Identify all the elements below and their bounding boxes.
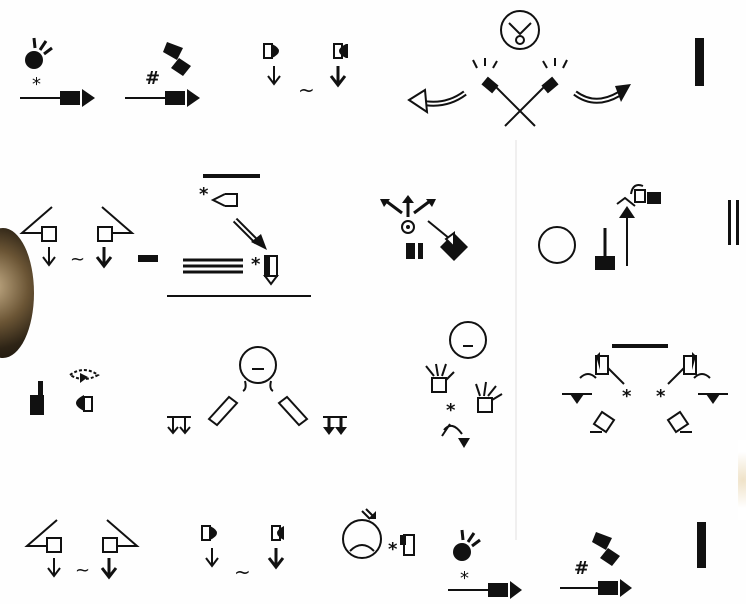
hash-symbol: # (574, 560, 589, 578)
sign-1-star-arrow: * (20, 36, 105, 116)
star-symbol: * (460, 570, 469, 588)
sign-13-hands-tilde: ~ (25, 518, 145, 593)
sign-4-crossed-hands (405, 8, 635, 133)
star-symbol: * (656, 388, 665, 406)
star-symbol: * (388, 541, 397, 559)
sign-17-hash-arrow: # (560, 530, 645, 605)
dash (138, 255, 158, 262)
separator-single (695, 38, 704, 86)
tilde-symbol: ~ (298, 80, 315, 100)
sign-12-symmetric-hands: * * (560, 342, 730, 442)
sign-5-hands-tilde: ~ (20, 205, 140, 285)
tilde-symbol: ~ (234, 562, 251, 582)
scan-shadow (515, 140, 517, 540)
sign-3-eyes-tilde: ~ (262, 38, 352, 108)
scan-shadow (738, 440, 746, 520)
star-symbol: * (622, 388, 631, 406)
star-symbol: * (32, 76, 41, 94)
sign-6-star-equals: * * (165, 170, 315, 300)
sign-7-radiating (372, 195, 482, 270)
hash-symbol: # (145, 70, 160, 88)
sign-2-hash-arrow: # (125, 40, 210, 115)
tilde-symbol: ~ (75, 562, 90, 580)
sign-11-open-hands: * (420, 320, 510, 460)
sign-14-eyes-tilde: ~ (200, 520, 290, 590)
star-symbol: * (251, 256, 260, 274)
sign-15-face-star: * (340, 505, 435, 570)
separator-single (697, 522, 706, 568)
separator-double (728, 200, 731, 245)
sign-9-pointing (28, 365, 108, 425)
star-symbol: * (199, 186, 208, 204)
tilde-symbol: ~ (70, 251, 85, 269)
sign-8-circle-arrow (535, 180, 675, 280)
sign-10-face-arms (165, 345, 355, 445)
sign-16-star-arrow: * (448, 530, 533, 605)
star-symbol: * (446, 402, 455, 420)
separator-double (736, 200, 739, 245)
